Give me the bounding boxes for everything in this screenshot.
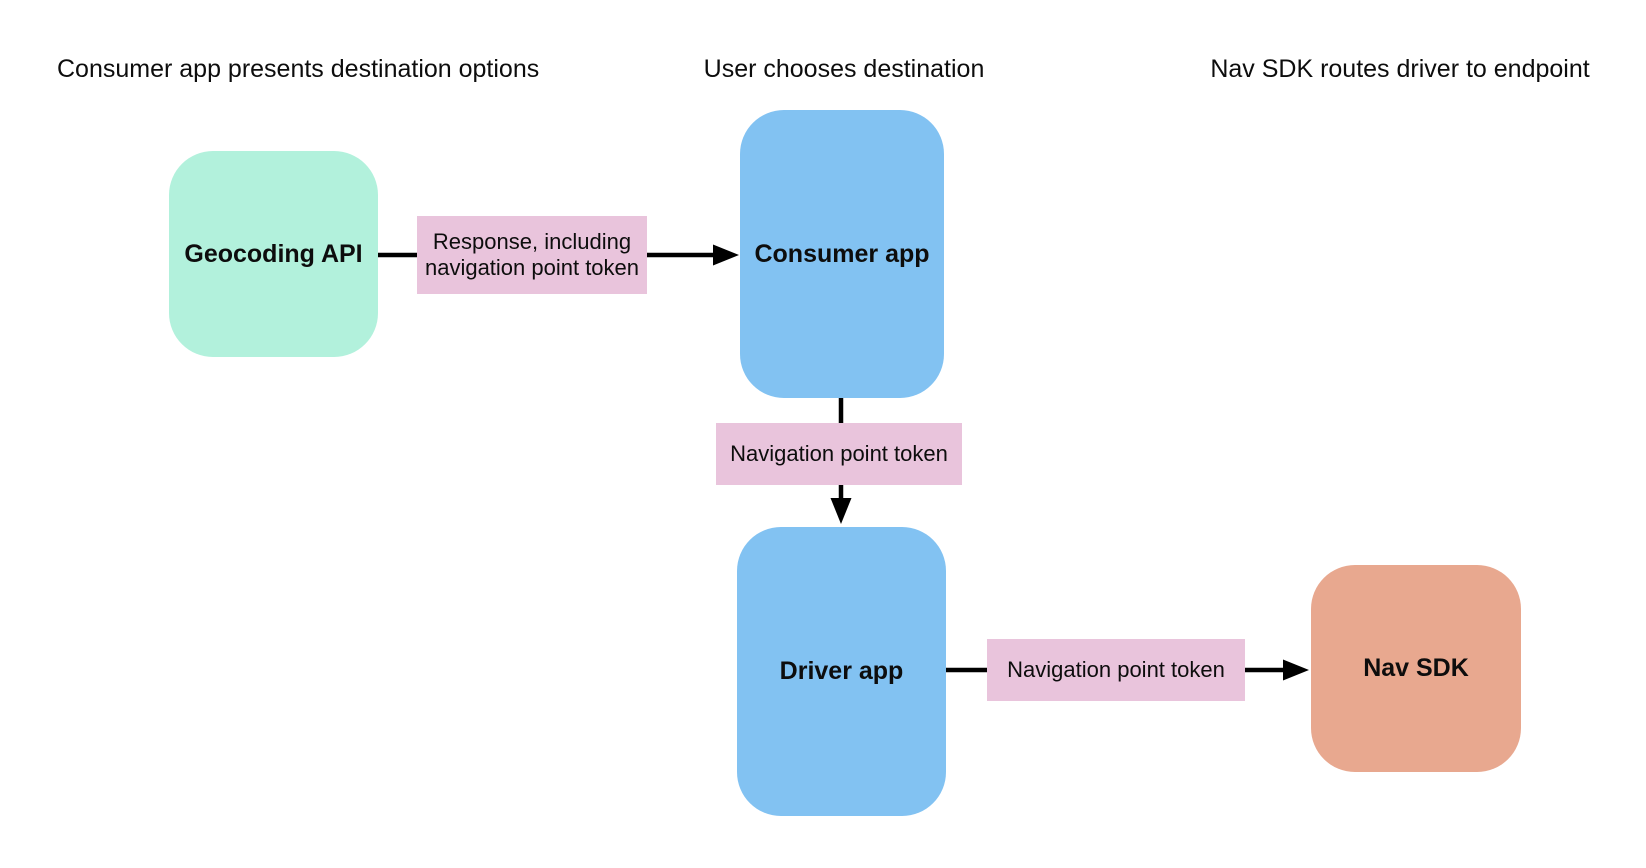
column-header-user-chooses: User chooses destination xyxy=(703,55,985,83)
arrowhead-right-icon xyxy=(1283,659,1309,681)
node-geocoding-api: Geocoding API xyxy=(169,151,378,357)
arrowhead-down-icon xyxy=(830,498,852,524)
node-nav-sdk: Nav SDK xyxy=(1311,565,1521,772)
node-driver-app: Driver app xyxy=(737,527,946,816)
edge-label-response-including-token: Response, including navigation point tok… xyxy=(417,216,647,294)
node-consumer-app: Consumer app xyxy=(740,110,944,398)
column-header-nav-sdk-routes: Nav SDK routes driver to endpoint xyxy=(1210,55,1590,83)
arrowhead-right-icon xyxy=(713,244,739,266)
node-label: Driver app xyxy=(779,657,904,685)
node-label: Consumer app xyxy=(754,239,930,268)
node-label: Geocoding API xyxy=(184,239,363,268)
edge-label-navigation-point-token-1: Navigation point token xyxy=(716,423,962,485)
column-header-consumer-presents: Consumer app presents destination option… xyxy=(57,55,540,83)
node-label: Nav SDK xyxy=(1363,654,1469,682)
edge-label-navigation-point-token-2: Navigation point token xyxy=(987,639,1245,701)
